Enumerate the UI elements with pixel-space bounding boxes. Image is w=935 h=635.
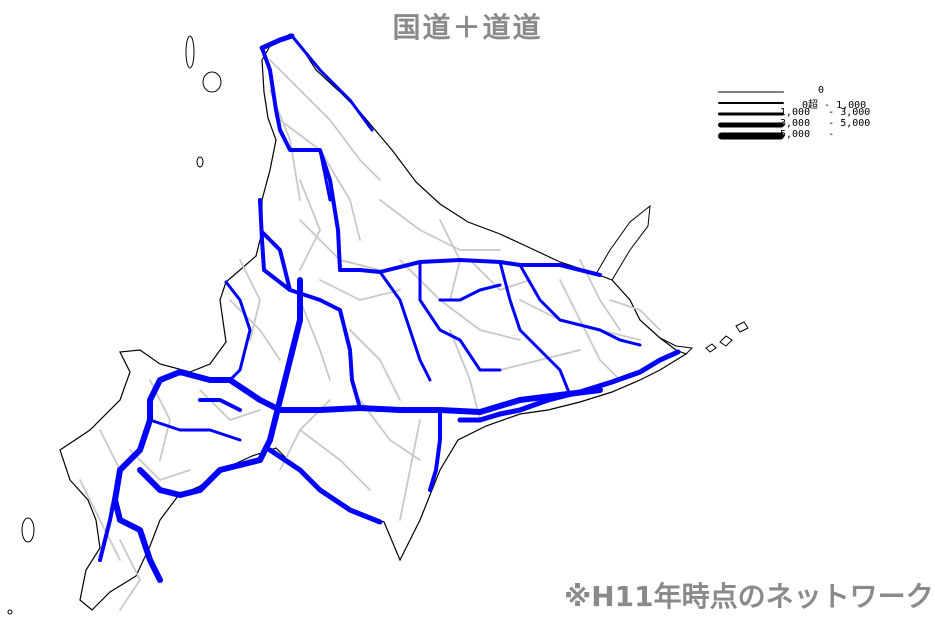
- minor-road: [239, 259, 261, 341]
- major-road: [290, 34, 374, 132]
- minor-road: [299, 299, 331, 381]
- major-road: [148, 418, 242, 442]
- legend-label: 3,000 - 5,000: [780, 118, 871, 129]
- legend-item: 0超 - 1,000: [712, 97, 892, 111]
- network-year-note: ※H11年時点のネットワーク: [564, 580, 934, 613]
- major-road: [318, 148, 332, 202]
- minor-road: [449, 329, 481, 421]
- minor-road: [299, 179, 321, 271]
- major-road: [338, 308, 362, 410]
- minor-road: [79, 479, 121, 561]
- nemuro-peninsula: [659, 337, 694, 355]
- legend-label: 0超 - 1,000: [802, 100, 867, 111]
- major-road: [224, 280, 252, 382]
- major-road: [112, 369, 233, 583]
- minor-road: [609, 299, 661, 331]
- legend-line: [718, 102, 784, 104]
- major-road: [498, 260, 572, 397]
- minor-road: [279, 119, 361, 241]
- hokkaido-coastline: [59, 33, 688, 611]
- major-road: [378, 270, 432, 382]
- major-road: [259, 33, 295, 51]
- rishiri-island: [202, 71, 222, 93]
- small-island: [7, 609, 13, 615]
- major-road: [260, 46, 342, 272]
- legend-label: 1,000 - 3,000: [780, 107, 871, 118]
- major-road: [518, 263, 642, 347]
- major-road: [260, 230, 292, 292]
- legend-item: 5,000 -: [712, 129, 892, 142]
- legend-item: 0: [712, 85, 892, 98]
- legend-label: 0: [818, 85, 825, 96]
- traffic-legend: 0 0超 - 1,000 1,000 - 3,000 3,000 - 5,000…: [712, 85, 892, 152]
- kuril-islands: [705, 321, 749, 353]
- major-road: [198, 398, 242, 412]
- major-road: [545, 349, 681, 403]
- legend-line: [718, 122, 784, 128]
- minor-road: [129, 449, 191, 481]
- minor-road: [269, 59, 381, 181]
- minor-road: [469, 259, 531, 291]
- minor-road: [499, 349, 581, 371]
- minor-road: [319, 279, 401, 301]
- legend-line: [718, 112, 784, 116]
- major-road-network: [98, 33, 681, 583]
- rebun-island: [185, 35, 195, 69]
- legend-label: 5,000 -: [780, 129, 835, 140]
- okushiri-island: [21, 517, 35, 543]
- major-road: [418, 260, 502, 372]
- minor-road: [119, 539, 141, 611]
- minor-road: [359, 399, 421, 461]
- legend-line: [718, 91, 784, 93]
- shiretoko-peninsula: [595, 204, 651, 281]
- map-title: 国道＋道道: [392, 11, 543, 44]
- major-road: [267, 447, 383, 525]
- legend-item: 1,000 - 3,000: [712, 107, 892, 120]
- major-road: [438, 283, 502, 302]
- minor-road: [299, 429, 371, 491]
- minor-road-network: [79, 59, 661, 611]
- minor-road: [559, 279, 621, 381]
- major-road: [257, 277, 303, 463]
- major-road: [227, 377, 603, 415]
- minor-road: [349, 329, 401, 401]
- major-road: [457, 397, 551, 423]
- legend-line: [718, 132, 784, 140]
- minor-road: [379, 199, 501, 251]
- teuri-island: [196, 156, 204, 168]
- legend-item: 3,000 - 5,000: [712, 118, 892, 131]
- minor-road: [229, 299, 281, 361]
- major-road: [428, 408, 442, 492]
- major-road: [98, 468, 122, 562]
- minor-road: [399, 419, 421, 521]
- major-road: [338, 258, 602, 277]
- major-road: [137, 457, 263, 498]
